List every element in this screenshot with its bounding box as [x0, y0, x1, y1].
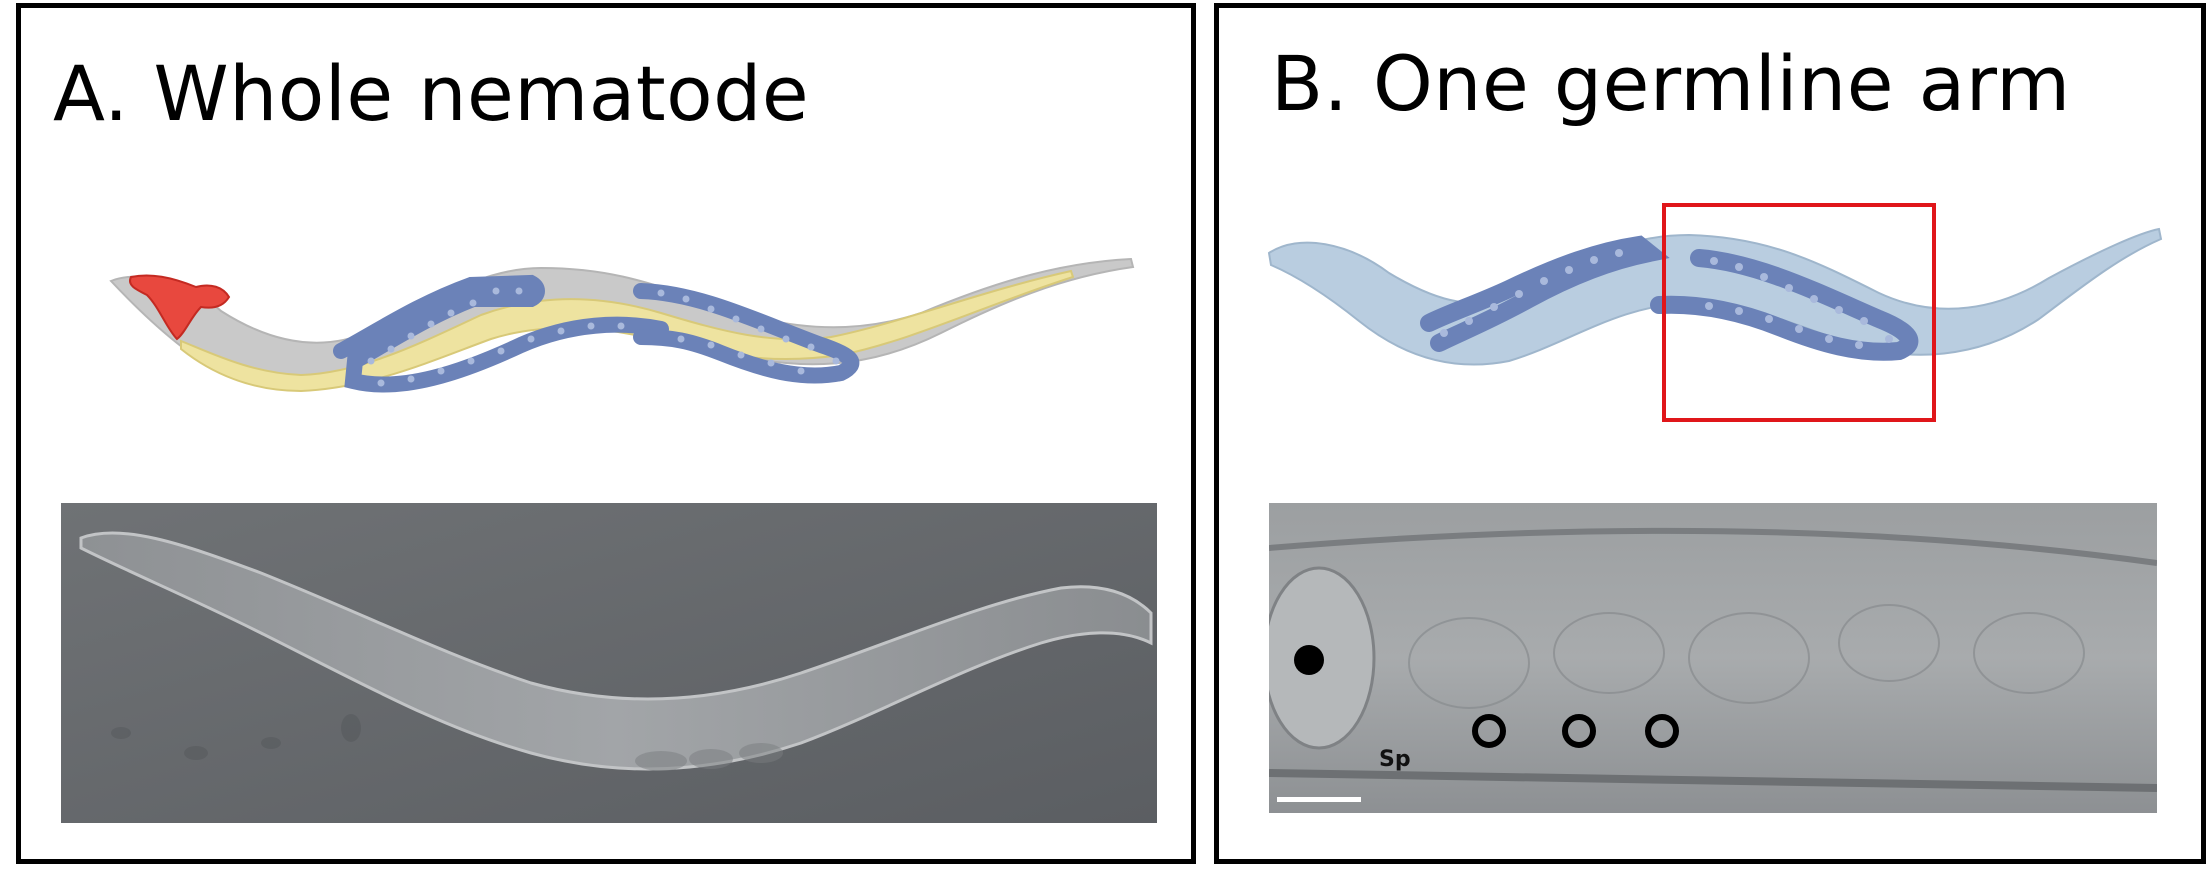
- highlight-box: [1662, 203, 1936, 422]
- worm-body: [79, 531, 1153, 771]
- germline-arm-micrograph: Sp: [1269, 503, 2157, 813]
- germline-left-arm: [1420, 235, 1670, 352]
- scale-bar: [1277, 797, 1361, 802]
- panel-a-title: A. Whole nematode: [53, 49, 810, 138]
- germ-nuclei: [1440, 249, 1893, 349]
- nucleus-marker-ring: [1645, 714, 1679, 748]
- germline-left-arm: [333, 274, 669, 393]
- spermatheca-label: Sp: [1379, 747, 1411, 772]
- germline-right-arm: [633, 283, 860, 384]
- panel-b-title: B. One germline arm: [1271, 39, 2071, 128]
- nucleus-marker-ring: [1562, 714, 1596, 748]
- germ-nuclei: [367, 287, 840, 387]
- worm-body-blue: [1267, 227, 2163, 366]
- germline-arm-illustration: [1267, 203, 2163, 422]
- panel-a: A. Whole nematode: [16, 3, 1196, 864]
- nucleus-marker-ring: [1472, 714, 1506, 748]
- nucleus-marker-filled: [1294, 645, 1324, 675]
- panel-b: B. One germline arm: [1214, 3, 2206, 864]
- whole-nematode-illustration: [109, 257, 1135, 393]
- whole-nematode-micrograph: [61, 503, 1157, 823]
- pharynx: [129, 274, 231, 341]
